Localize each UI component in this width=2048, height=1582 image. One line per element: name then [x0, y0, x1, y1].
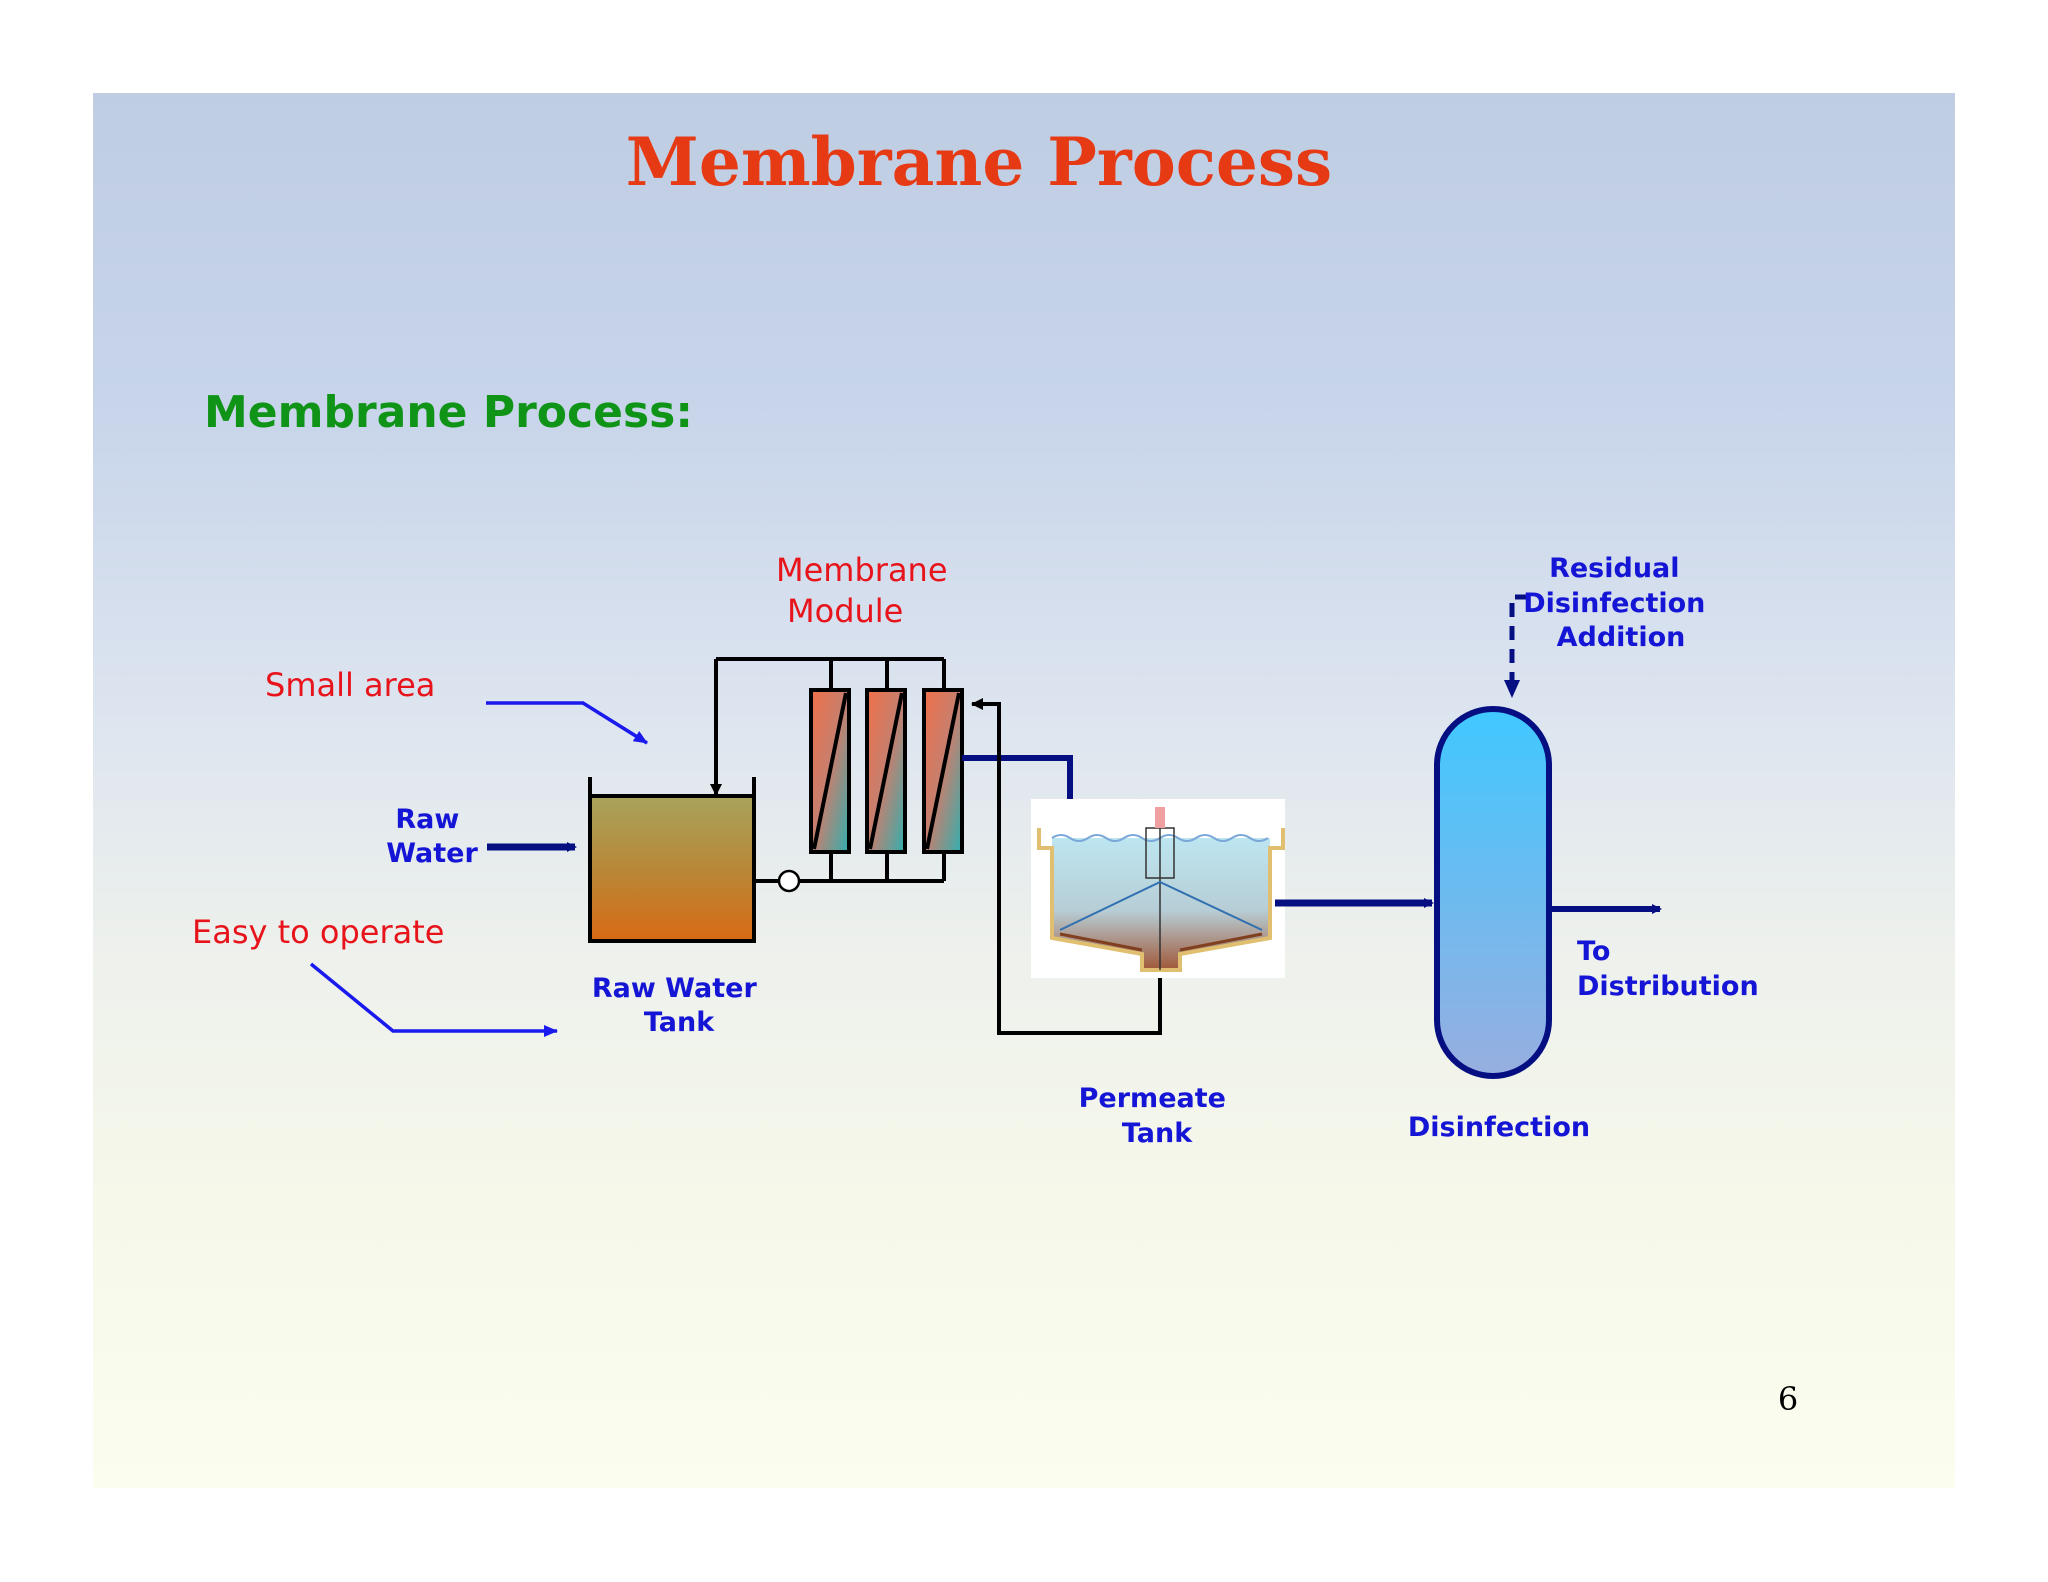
to-distribution-label: To Distribution: [1577, 936, 1759, 1002]
raw-water-tank-label: Raw Water Tank: [592, 973, 766, 1038]
disinfection-label: Disinfection: [1408, 1112, 1590, 1143]
membrane-module-label: Membrane Module: [776, 551, 958, 630]
feed-pump: [777, 869, 801, 893]
small-area-arrow: [486, 701, 648, 745]
slide-subtitle: Membrane Process:: [204, 387, 693, 438]
residual-addition-arrowhead: [1504, 680, 1520, 698]
easy-to-operate-label: Easy to operate: [192, 913, 444, 951]
small-area-label: Small area: [265, 666, 435, 704]
permeate-tank: [1031, 799, 1285, 978]
raw-water-label: Raw Water: [386, 804, 478, 869]
easy-to-operate-arrow: [309, 962, 558, 1037]
disinfection-vessel: [1434, 706, 1552, 1079]
residual-addition-line: [1509, 594, 1529, 682]
membrane-module: [809, 688, 964, 854]
residual-disinfection-label: Residual Disinfection Addition: [1523, 553, 1715, 653]
raw-water-tank: [588, 794, 756, 943]
slide-title: Membrane Process: [626, 123, 1332, 201]
backwash-return-line: [971, 698, 1162, 1035]
permeate-tank-label: Permeate Tank: [1079, 1083, 1236, 1149]
slide-background: [93, 93, 1955, 1488]
page-number: 6: [1778, 1380, 1798, 1418]
